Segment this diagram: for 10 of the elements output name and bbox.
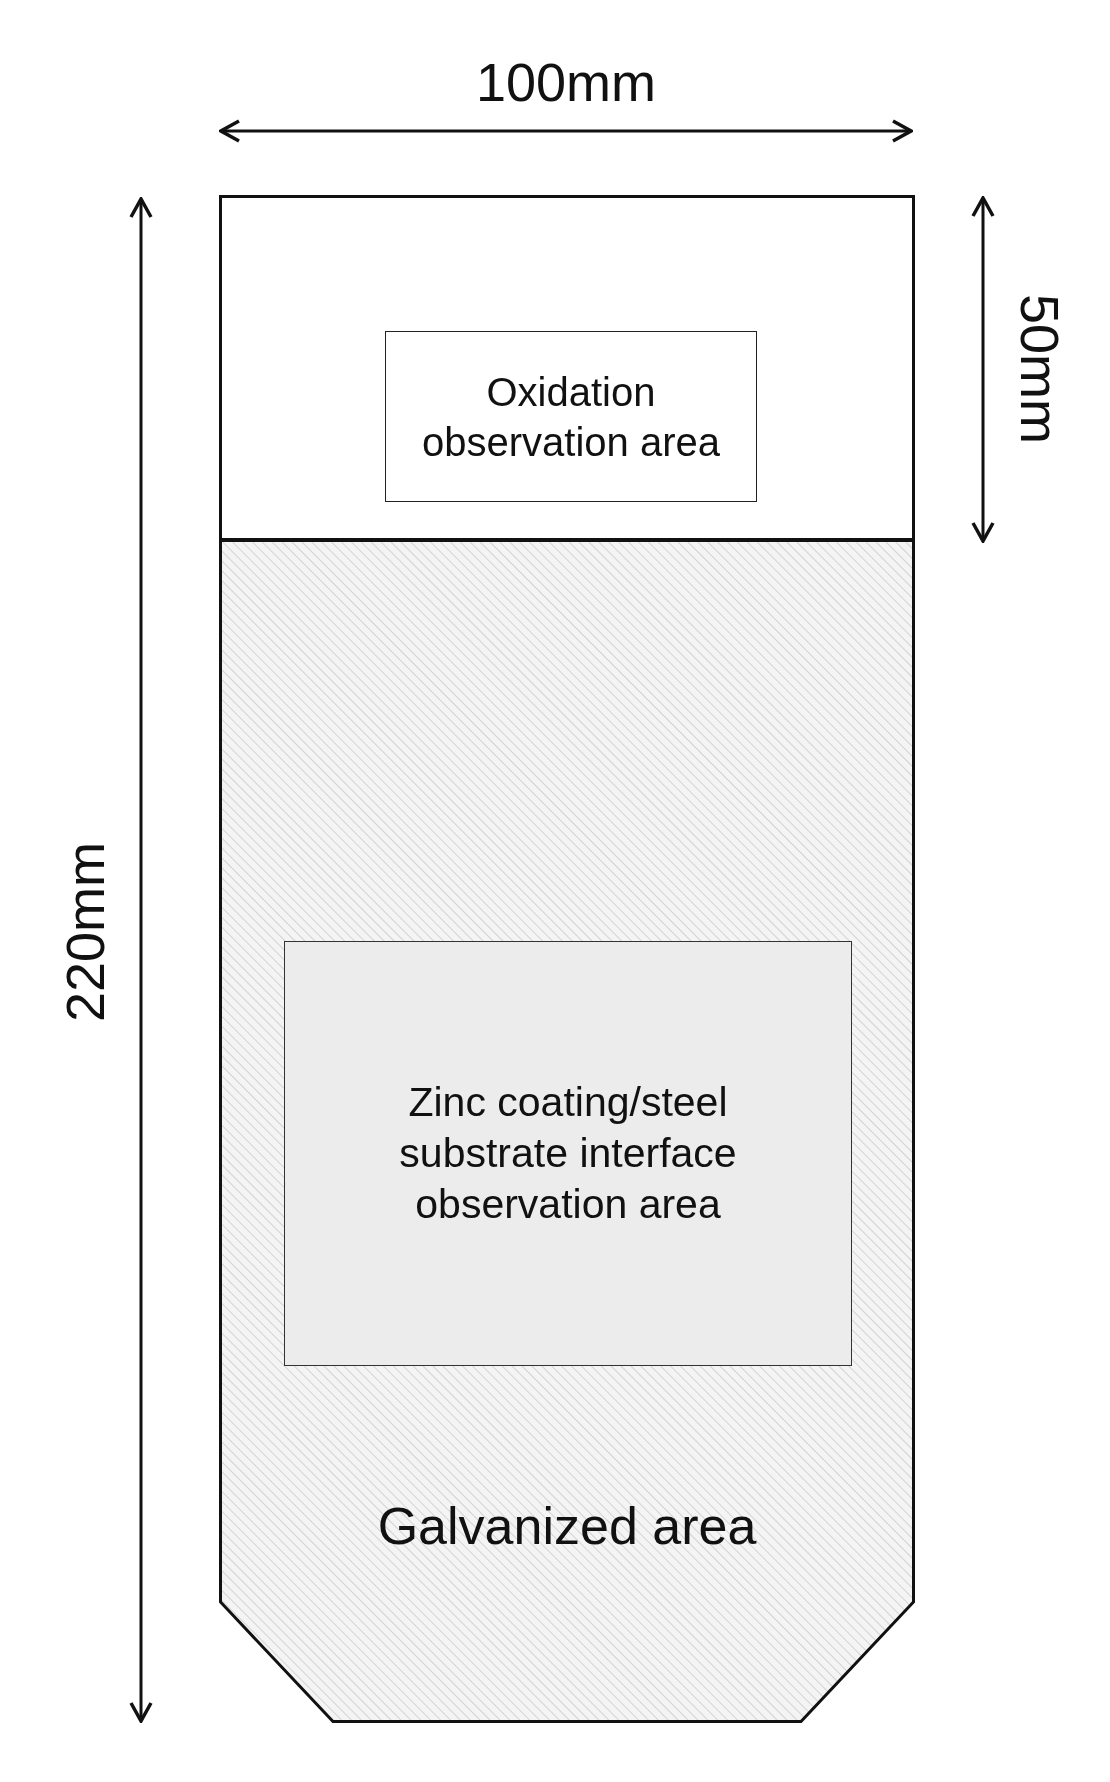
area-label: Galvanized area bbox=[376, 1496, 758, 1557]
interface-area-box bbox=[284, 941, 852, 1366]
galvanized-region bbox=[219, 539, 915, 1723]
specimen-top-band bbox=[219, 195, 915, 541]
area-label: Oxidation observation area bbox=[421, 368, 721, 466]
dimension-label: 220mm bbox=[58, 841, 112, 1023]
oxidation-area-box bbox=[385, 331, 757, 502]
area-label: Zinc coating/steel substrate interface observation area bbox=[398, 1077, 738, 1230]
dimension-label: 50mm bbox=[1013, 294, 1067, 444]
dimension-label: 100mm bbox=[475, 55, 657, 109]
